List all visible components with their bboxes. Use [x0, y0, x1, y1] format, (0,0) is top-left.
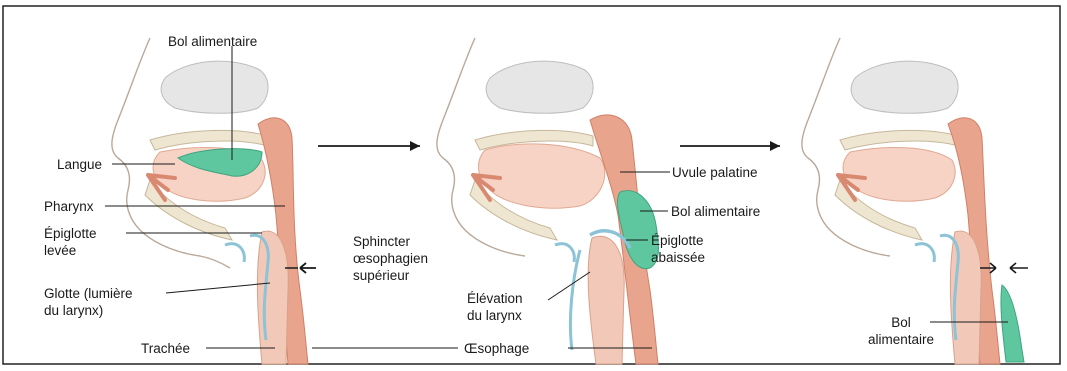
label-bol-alimentaire-top: Bol alimentaire: [168, 33, 257, 50]
label-trachee: Trachée: [141, 340, 190, 357]
label-pharynx: Pharynx: [44, 198, 94, 215]
label-langue: Langue: [57, 156, 102, 173]
label-oesophage: Œsophage: [464, 340, 529, 357]
label-elevation-larynx: Élévation du larynx: [467, 290, 523, 324]
label-sphincter: Sphincter œsophagien supérieur: [353, 233, 428, 284]
label-epiglotte-abaissee: Épiglotte abaissée: [651, 232, 705, 266]
label-bol-alimentaire-right: Bol alimentaire: [868, 314, 934, 348]
label-uvule-palatine: Uvule palatine: [672, 164, 758, 181]
label-bol-alimentaire-mid: Bol alimentaire: [671, 203, 760, 220]
label-epiglotte-levee: Épiglotte levée: [44, 225, 97, 259]
label-glotte: Glotte (lumière du larynx): [44, 285, 133, 319]
